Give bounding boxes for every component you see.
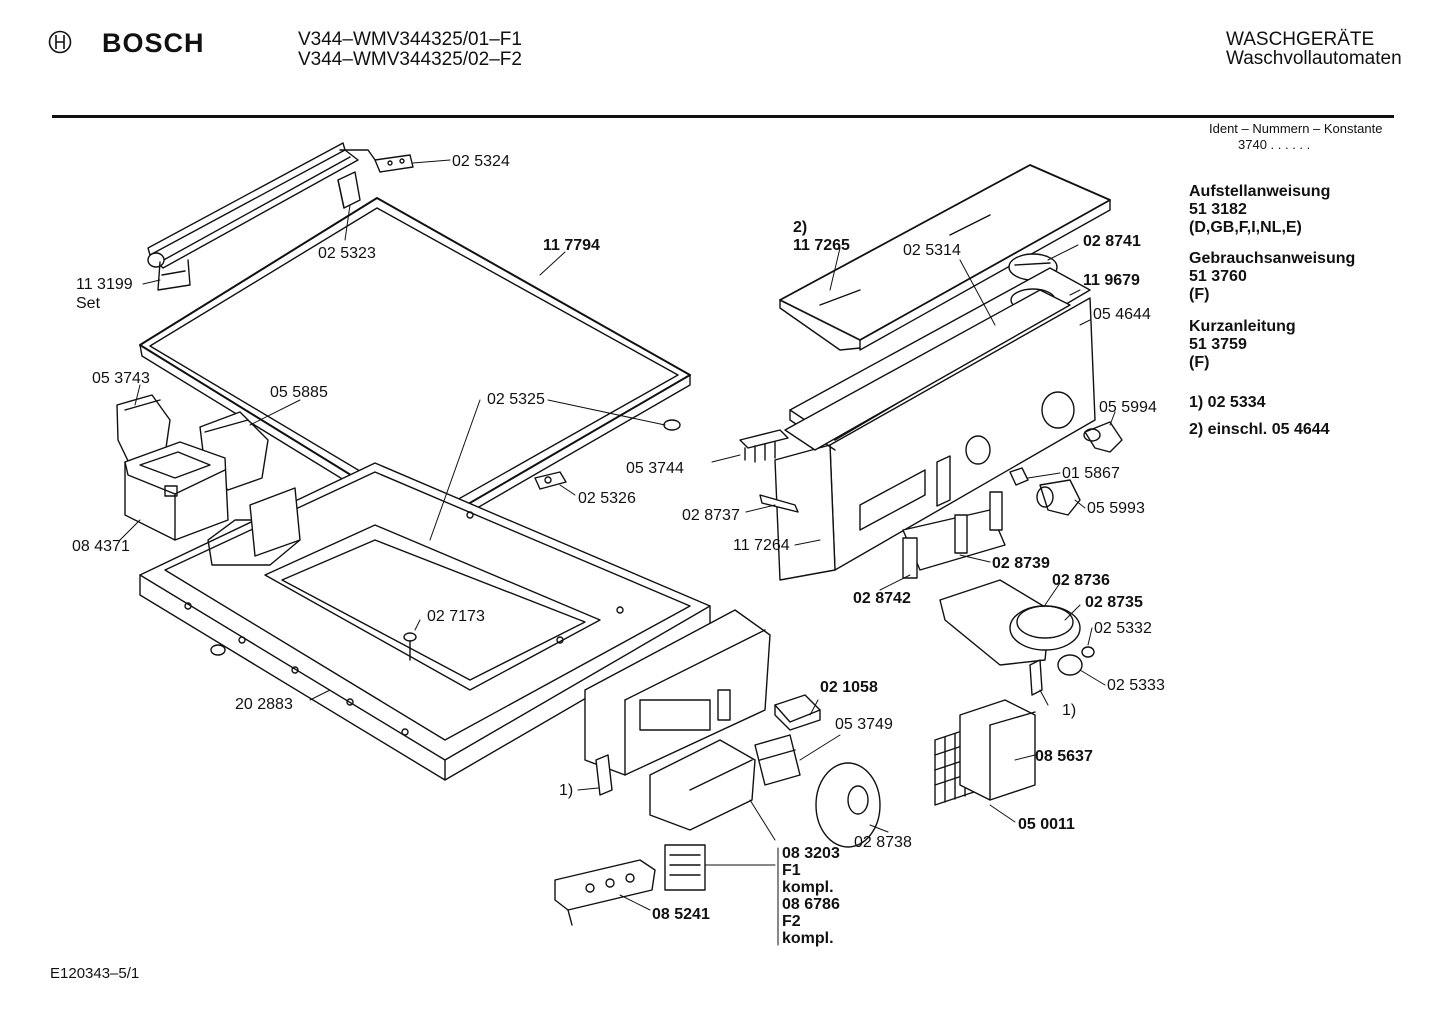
screw-part xyxy=(403,632,417,661)
model-line-1: V344–WMV344325/01–F1 xyxy=(298,29,522,50)
lamp-holder-part xyxy=(1009,467,1029,486)
part-label: 11 7264 xyxy=(733,537,790,554)
side-note-title-3: Kurzanleitung xyxy=(1189,318,1296,335)
bosch-logo-icon xyxy=(48,30,72,54)
ident-value: 3740 . . . . . . xyxy=(1238,137,1311,152)
hinge-bracket-part xyxy=(374,154,414,173)
pcb-strip-part xyxy=(554,859,656,926)
side-note-number-3: 51 3759 xyxy=(1189,336,1247,353)
category: WASCHGERÄTE xyxy=(1226,29,1375,50)
part-label: 05 0011 xyxy=(1018,816,1075,833)
part-variant: F1 xyxy=(782,862,801,879)
part-label: 08 5241 xyxy=(652,906,710,923)
part-label: 05 5885 xyxy=(270,384,328,401)
hinge-clip-part xyxy=(337,171,361,209)
leader-lines xyxy=(119,159,1116,946)
part-label: 05 5994 xyxy=(1099,399,1157,416)
switch-block-part xyxy=(902,491,1006,579)
program-knob-part xyxy=(1036,479,1081,516)
part-label: 11 9679 xyxy=(1083,272,1140,289)
part-label: 08 3203 xyxy=(782,845,840,862)
button-strip-part xyxy=(739,429,789,463)
worktop-lid-part xyxy=(139,197,691,535)
part-label: 11 7265 xyxy=(793,237,850,254)
part-label: 02 5326 xyxy=(578,490,636,507)
part-label: Set xyxy=(76,295,101,312)
part-label: 05 3744 xyxy=(626,460,684,477)
part-label: 02 5323 xyxy=(318,245,376,262)
part-label: 05 3743 xyxy=(92,370,150,387)
side-note-detail-2: (F) xyxy=(1189,286,1210,303)
side-note-title-2: Gebrauchsanweisung xyxy=(1189,250,1356,267)
side-note-detail-3: (F) xyxy=(1189,354,1210,371)
part-label: 05 5993 xyxy=(1087,500,1145,517)
part-note: 2) xyxy=(793,219,808,236)
part-label: 08 6786 xyxy=(782,896,840,913)
side-note-number-1: 51 3182 xyxy=(1189,201,1247,218)
connector-part xyxy=(754,734,801,786)
part-label: 02 8742 xyxy=(853,590,911,607)
part-label: 20 2883 xyxy=(235,696,293,713)
subcategory: Waschvollautomaten xyxy=(1226,48,1402,69)
part-note: 1) xyxy=(1062,702,1077,719)
side-note-title-1: Aufstellanweisung xyxy=(1189,183,1331,200)
part-label: 02 8735 xyxy=(1085,594,1143,611)
part-variant: kompl. xyxy=(782,930,834,947)
part-label: 02 7173 xyxy=(427,608,485,625)
footnote-2: 2) einschl. 05 4644 xyxy=(1189,421,1330,438)
part-label: 05 4644 xyxy=(1093,306,1151,323)
document-code: E120343–5/1 xyxy=(50,965,140,982)
footnote-1: 1) 02 5334 xyxy=(1189,394,1266,411)
part-label: 02 1058 xyxy=(820,679,878,696)
part-label: 02 8738 xyxy=(854,834,912,851)
part-label: 01 5867 xyxy=(1062,465,1120,482)
part-label: 11 3199 xyxy=(76,276,133,293)
relay-part xyxy=(774,694,821,731)
side-note-number-2: 51 3760 xyxy=(1189,268,1247,285)
model-line-2: V344–WMV344325/02–F2 xyxy=(298,49,522,70)
part-variant: F2 xyxy=(782,913,801,930)
timer-disc-part xyxy=(1009,605,1081,651)
ident-label: Ident – Nummern – Konstante xyxy=(1209,121,1383,136)
lid-clip-part xyxy=(534,471,567,490)
part-label: 02 5314 xyxy=(903,242,961,259)
light-pipe-part xyxy=(759,494,799,513)
header-divider xyxy=(52,115,1394,118)
electronics-frame-part xyxy=(584,609,771,776)
panel-cover-part xyxy=(779,164,1111,351)
part-variant: kompl. xyxy=(782,879,834,896)
switch-housing-part xyxy=(649,739,756,831)
part-label: 08 5637 xyxy=(1035,748,1093,765)
timer-motor-part xyxy=(959,699,1036,801)
connector-block-part xyxy=(664,844,706,891)
part-label: 02 5325 xyxy=(487,391,545,408)
selector-knob-part xyxy=(1083,421,1123,453)
side-note-detail-1: (D,GB,F,I,NL,E) xyxy=(1189,219,1302,236)
bracket-part-right xyxy=(1029,659,1043,696)
part-label: 02 8737 xyxy=(682,507,740,524)
part-label: 05 3749 xyxy=(835,716,893,733)
bracket-part-left xyxy=(595,754,613,796)
part-note: 1) xyxy=(559,782,574,799)
pulley-disc-part xyxy=(815,762,881,848)
gear-part xyxy=(1057,646,1095,676)
part-label: 02 5332 xyxy=(1094,620,1152,637)
part-label: 08 4371 xyxy=(72,538,130,555)
detergent-box-part xyxy=(124,441,229,541)
panel-shade-part xyxy=(784,289,1071,451)
part-label: 02 8736 xyxy=(1052,572,1110,589)
part-label: 11 7794 xyxy=(543,237,600,254)
part-label: 02 5324 xyxy=(452,153,510,170)
part-label: 02 8739 xyxy=(992,555,1050,572)
part-label: 02 5333 xyxy=(1107,677,1165,694)
part-label: 02 8741 xyxy=(1083,233,1141,250)
hinge-rail-part xyxy=(147,142,379,291)
brand-name: BOSCH xyxy=(102,28,205,58)
base-frame-part xyxy=(139,462,711,781)
